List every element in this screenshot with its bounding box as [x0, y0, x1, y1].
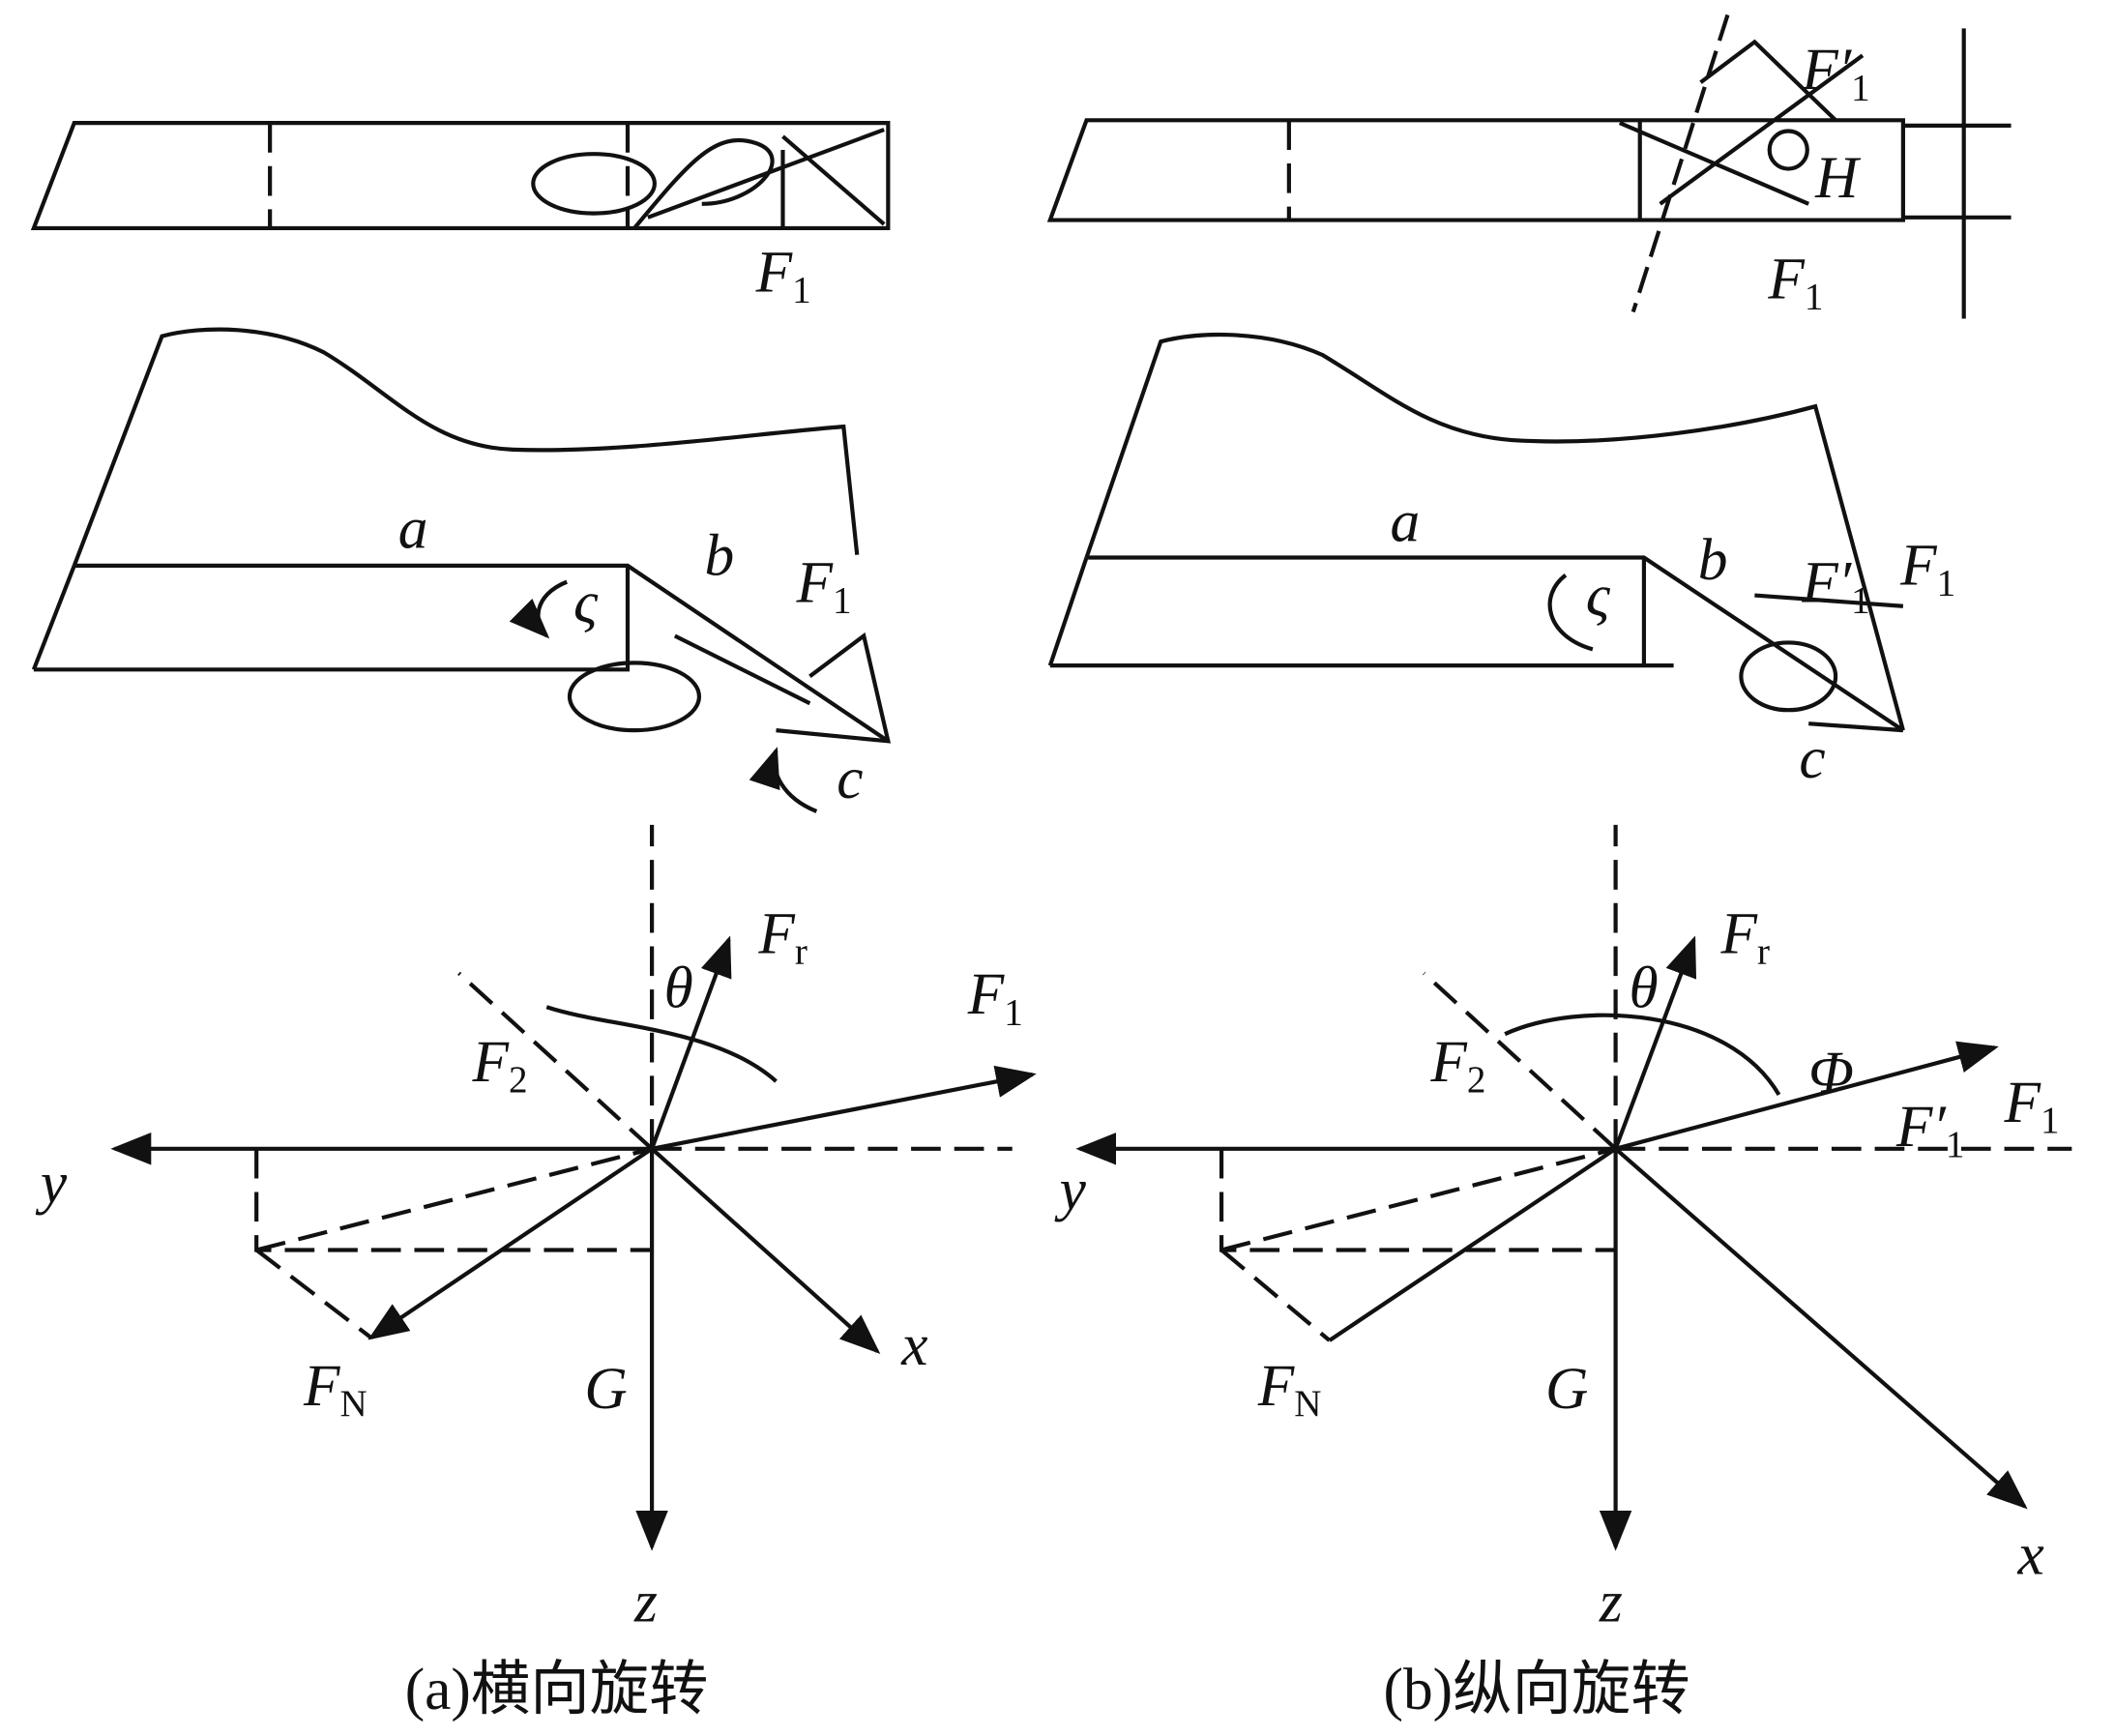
svg-text:G: G	[584, 1356, 627, 1422]
svg-text:Φ: Φ	[1808, 1040, 1854, 1105]
svg-text:F1: F1	[1767, 247, 1823, 318]
svg-text:θ: θ	[664, 955, 693, 1020]
caption-b: (b)纵向旋转	[1384, 1657, 1690, 1722]
svg-text:F′1: F′1	[1895, 1094, 1964, 1165]
panel-a: F1 ς a b c F1 y z	[30, 121, 1037, 1722]
svg-text:ς: ς	[573, 570, 599, 635]
svg-text:F2: F2	[1429, 1029, 1485, 1101]
svg-text:a: a	[1391, 489, 1421, 555]
svg-text:Fr: Fr	[1719, 900, 1770, 972]
top-view-b: F′1 H F1	[1046, 14, 2012, 319]
svg-text:F′1: F′1	[1801, 550, 1869, 622]
svg-text:F2: F2	[471, 1029, 527, 1101]
svg-text:y: y	[35, 1151, 68, 1217]
svg-text:F1: F1	[795, 550, 851, 622]
svg-text:x: x	[900, 1312, 927, 1378]
svg-text:b: b	[705, 523, 735, 589]
svg-text:Fr: Fr	[757, 900, 808, 972]
svg-text:a: a	[398, 496, 428, 562]
side-view-a: ς a b c F1	[31, 327, 892, 813]
svg-text:FN: FN	[1257, 1353, 1322, 1425]
svg-text:F′1: F′1	[1801, 37, 1869, 108]
svg-text:FN: FN	[303, 1353, 367, 1425]
svg-text:b: b	[1698, 527, 1728, 593]
svg-text:θ: θ	[1630, 955, 1659, 1020]
panel-b: F′1 H F1 ς a b c F1 F′1	[1046, 14, 2072, 1722]
force-diagram-a: y z x θ Fr F1 F2 FN G	[35, 824, 1037, 1634]
svg-text:F1: F1	[1899, 532, 1955, 603]
svg-text:H: H	[1814, 145, 1862, 211]
svg-text:G: G	[1545, 1356, 1588, 1422]
svg-text:z: z	[633, 1569, 658, 1634]
top-view-a: F1	[30, 121, 891, 311]
svg-text:y: y	[1054, 1158, 1087, 1223]
svg-text:F1: F1	[755, 240, 811, 311]
svg-text:F1: F1	[2004, 1070, 2060, 1141]
svg-text:c: c	[1799, 725, 1825, 791]
svg-text:F1: F1	[967, 961, 1023, 1033]
svg-text:x: x	[2017, 1521, 2044, 1587]
svg-text:z: z	[1599, 1569, 1623, 1634]
svg-text:ς: ς	[1586, 564, 1611, 630]
caption-a: (a)横向旋转	[405, 1657, 709, 1722]
side-view-b: ς a b c F1 F′1	[1047, 332, 1955, 791]
force-diagram-b: y z x θ Φ Fr F1 F′1 F2 FN G	[1054, 824, 2072, 1634]
svg-text:c: c	[837, 746, 863, 811]
